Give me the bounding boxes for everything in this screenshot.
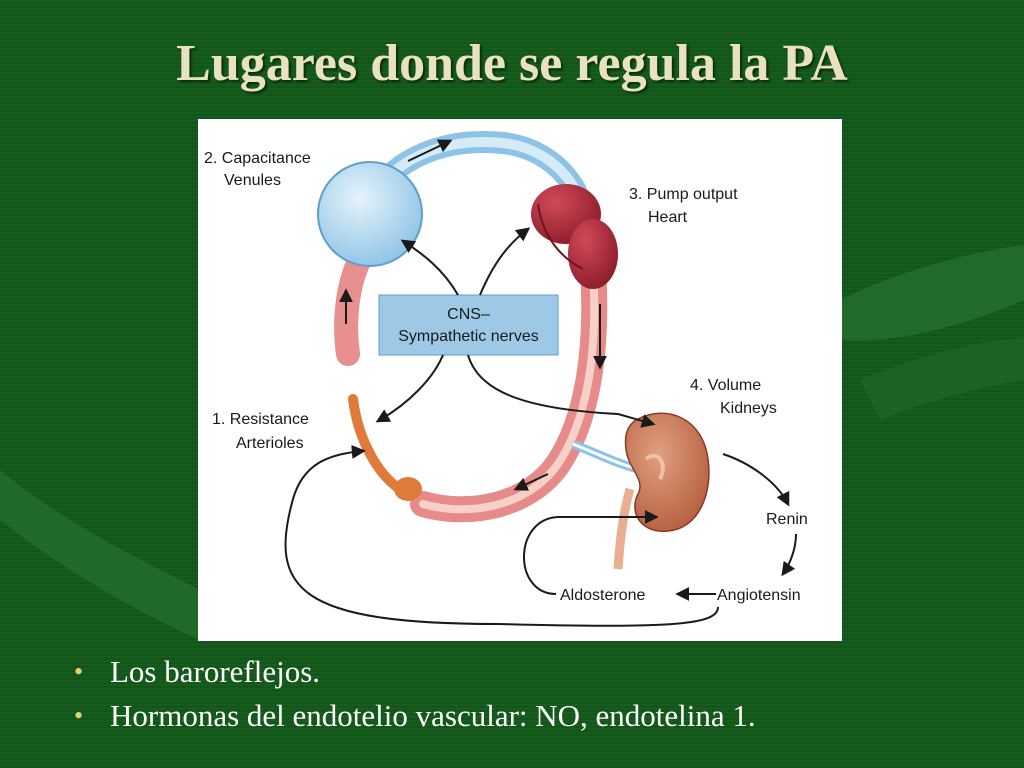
cns-label-line1: CNS–	[447, 306, 490, 323]
venules-ball	[317, 161, 423, 267]
bullet-item: • Hormonas del endotelio vascular: NO, e…	[70, 694, 1000, 738]
label-venules: Venules	[224, 172, 281, 189]
bullet-dot-icon: •	[74, 657, 84, 686]
label-resistance: 1. Resistance	[212, 411, 309, 428]
kidney-illustration	[613, 412, 710, 570]
label-angiotensin: Angiotensin	[717, 587, 801, 604]
label-renin: Renin	[766, 511, 808, 528]
bullet-text: Hormonas del endotelio vascular: NO, end…	[110, 698, 756, 733]
label-pump-output: 3. Pump output	[629, 186, 738, 203]
bp-regulation-diagram: CNS– Sympathetic nerves 2. Capacitance V…	[198, 119, 842, 641]
label-aldosterone: Aldosterone	[560, 587, 645, 604]
slide-title: Lugares donde se regula la PA	[176, 35, 848, 92]
label-arterioles: Arterioles	[236, 435, 304, 452]
bullet-dot-icon: •	[74, 701, 84, 730]
label-volume: 4. Volume	[690, 377, 761, 394]
label-kidneys: Kidneys	[720, 400, 777, 417]
label-capacitance: 2. Capacitance	[204, 150, 311, 167]
bullet-text: Los baroreflejos.	[110, 654, 321, 689]
cns-sympathetic-box: CNS– Sympathetic nerves	[378, 294, 559, 356]
label-heart: Heart	[648, 209, 688, 226]
bullet-item: • Los baroreflejos.	[70, 650, 1000, 694]
cns-label-line2: Sympathetic nerves	[398, 328, 539, 345]
bullet-list: • Los baroreflejos. • Hormonas del endot…	[70, 650, 1000, 738]
heart-illustration	[531, 184, 618, 289]
